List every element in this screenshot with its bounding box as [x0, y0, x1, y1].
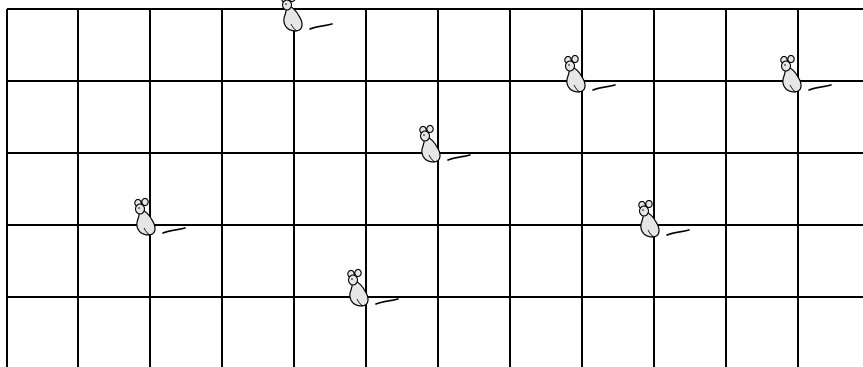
grid-lines: [7, 9, 863, 367]
mouse-icon: [565, 55, 615, 92]
mouse-icon: [420, 125, 470, 162]
mouse-icon: [348, 269, 398, 306]
mouse-icon: [282, 0, 332, 31]
mouse-icon: [639, 200, 689, 237]
mouse-icon: [135, 198, 185, 235]
mouse-icon: [781, 55, 831, 92]
